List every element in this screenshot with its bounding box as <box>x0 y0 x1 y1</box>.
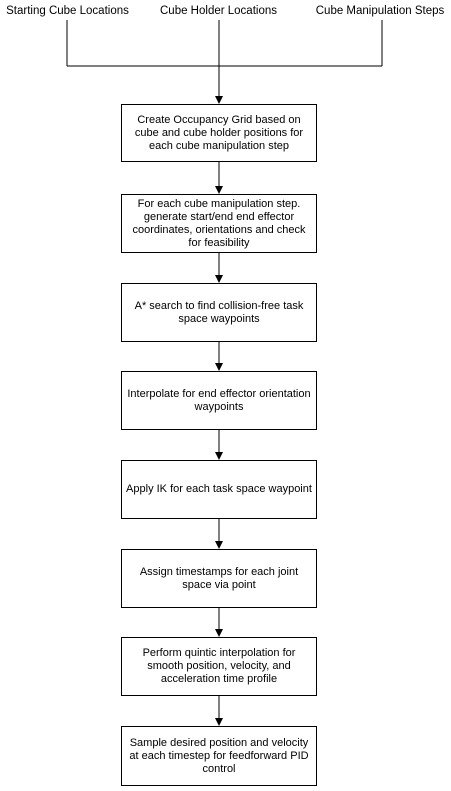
step-orientation-interpolation: Interpolate for end effector orientation… <box>121 371 317 430</box>
step-sample-pid-control: Sample desired position and velocity at … <box>121 726 317 786</box>
step-occupancy-grid: Create Occupancy Grid based on cube and … <box>121 104 317 162</box>
step-astar-search: A* search to find collision-free task sp… <box>121 283 317 342</box>
step-quintic-interpolation: Perform quintic interpolation for smooth… <box>121 637 317 696</box>
step-end-effector-feasibility: For each cube manipulation step. generat… <box>121 194 317 253</box>
step-assign-timestamps: Assign timestamps for each joint space v… <box>121 549 317 608</box>
input-starting-cube-locations: Starting Cube Locations <box>6 5 129 17</box>
input-cube-holder-locations: Cube Holder Locations <box>160 5 277 17</box>
input-cube-manipulation-steps: Cube Manipulation Steps <box>315 5 445 17</box>
step-apply-ik: Apply IK for each task space waypoint <box>121 460 317 519</box>
